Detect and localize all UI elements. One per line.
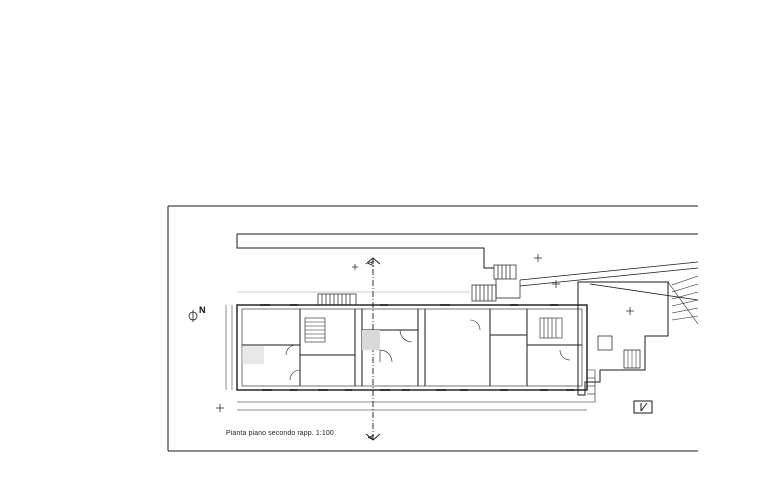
interior-walls [242,309,582,386]
service-fills [242,330,380,364]
north-label: N [199,305,206,315]
section-label-top: A [367,260,377,267]
sheet-frame [167,205,698,452]
legend-box [633,400,653,414]
window-marks [260,304,574,391]
top-band [236,233,698,269]
right-annex [577,281,669,396]
top-stair [471,264,521,302]
ramp-hatch [667,275,699,325]
north-symbol-icon [188,310,198,322]
front-steps [587,369,596,403]
dimension-lines [225,291,587,411]
upper-balcony [317,293,357,306]
interior-stair [304,317,563,343]
door-swings [285,319,571,381]
plan-caption: Pianta piano secondo rapp. 1:100 [226,430,334,437]
section-label-bottom: A [367,434,377,441]
road-lines [519,261,699,301]
level-marks [216,254,634,412]
